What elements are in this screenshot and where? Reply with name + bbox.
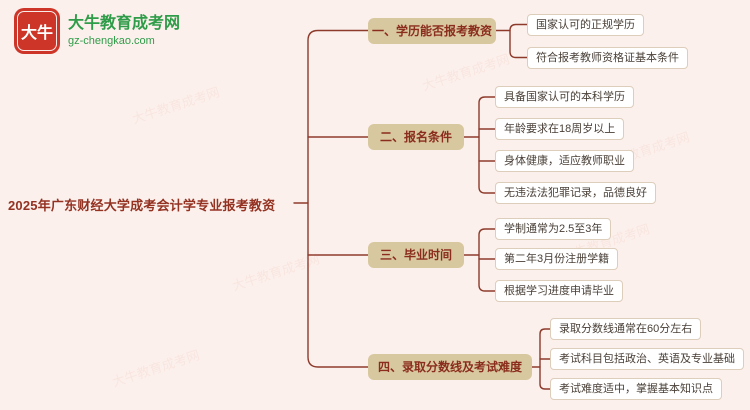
leaf-node: 学制通常为2.5至3年 — [495, 218, 612, 240]
branch-score-difficulty: 四、录取分数线及考试难度 — [368, 354, 532, 380]
bull-logo-icon: 大牛 — [14, 8, 60, 54]
leaf-node: 年龄要求在18周岁以上 — [495, 118, 625, 140]
leaf-node: 具备国家认可的本科学历 — [495, 86, 634, 108]
branch-requirements: 二、报名条件 — [368, 124, 464, 150]
leaf-node: 身体健康，适应教师职业 — [495, 150, 634, 172]
leaf-node: 无违法法犯罪记录，品德良好 — [495, 182, 656, 204]
site-logo: 大牛 大牛教育成考网 gz-chengkao.com — [14, 8, 180, 54]
leaf-node: 考试科目包括政治、英语及专业基础 — [550, 348, 744, 370]
branch-graduation-time: 三、毕业时间 — [368, 242, 464, 268]
leaf-node: 根据学习进度申请毕业 — [495, 280, 623, 302]
site-url: gz-chengkao.com — [68, 34, 155, 47]
leaf-node: 国家认可的正规学历 — [527, 13, 644, 36]
main-title: 2025年广东财经大学成考会计学专业报考教资 — [8, 198, 276, 213]
logo-wordmark: 大牛教育成考网 gz-chengkao.com — [68, 14, 180, 48]
site-name: 大牛教育成考网 — [68, 14, 181, 32]
leaf-node: 第二年3月份注册学籍 — [495, 248, 619, 270]
leaf-node: 录取分数线通常在60分左右 — [550, 318, 702, 340]
logo-icon-text: 大牛 — [20, 25, 53, 42]
leaf-node: 符合报考教师资格证基本条件 — [527, 46, 688, 69]
leaf-node: 考试难度适中，掌握基本知识点 — [550, 378, 722, 400]
branch-qualification: 一、学历能否报考教资 — [368, 17, 496, 44]
